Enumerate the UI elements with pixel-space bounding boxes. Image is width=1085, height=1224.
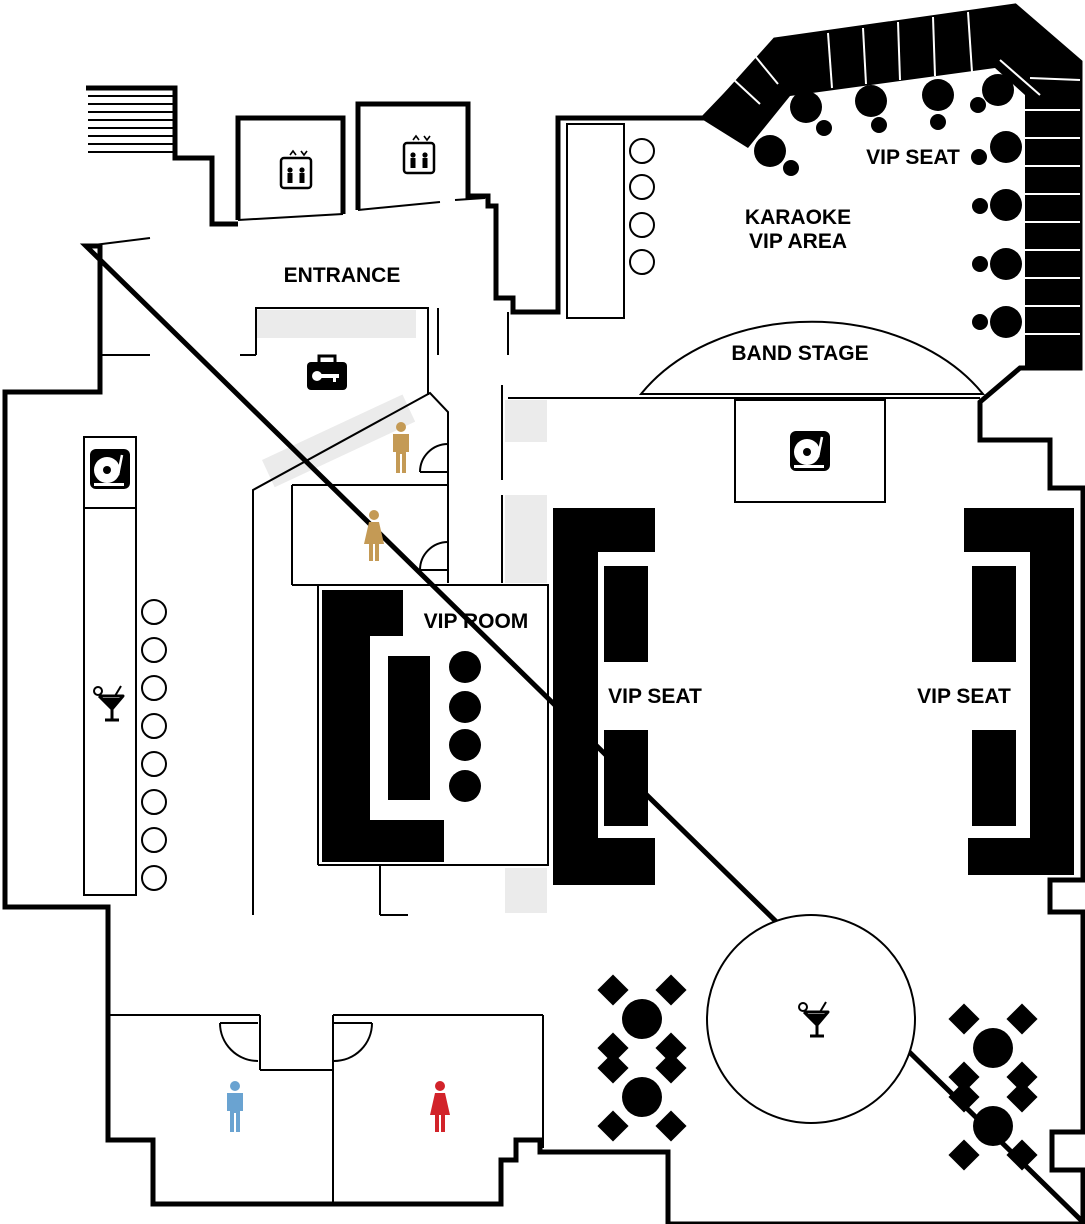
karaoke-label-line2: VIP AREA xyxy=(749,230,847,253)
band-stage xyxy=(638,320,986,395)
vip-room-label: VIP ROOM xyxy=(424,610,529,633)
staircase xyxy=(88,95,173,153)
interior-lines xyxy=(83,123,980,1204)
band-stage-label: BAND STAGE xyxy=(731,342,868,365)
entrance-label: ENTRANCE xyxy=(284,264,401,287)
bar-counter xyxy=(83,436,137,896)
male-restroom-icon xyxy=(227,1081,243,1132)
vip-room-sofa xyxy=(322,590,481,862)
karaoke-tables xyxy=(754,74,1022,338)
cocktail-icon xyxy=(92,684,125,722)
elevator-icon xyxy=(279,149,313,190)
karaoke-bench xyxy=(700,6,1081,368)
vip-seat-top-label: VIP SEAT xyxy=(866,146,960,169)
table-cluster-right-top xyxy=(948,1003,1038,1093)
outer-wall xyxy=(2,3,1085,1224)
dj-turntable-icon xyxy=(88,447,132,491)
vip-seat-center xyxy=(553,508,655,885)
dj-turntable-icon xyxy=(788,429,832,473)
vip-seat-right xyxy=(964,508,1074,875)
door-swings xyxy=(219,443,449,1062)
table-cluster-left-bottom xyxy=(597,1052,687,1142)
karaoke-counter xyxy=(566,123,625,319)
female-restroom-icon xyxy=(430,1081,450,1132)
bar-stools xyxy=(141,599,167,891)
luggage-key-icon xyxy=(307,354,347,390)
elevator-icon xyxy=(402,134,436,175)
vip-seat-right-label: VIP SEAT xyxy=(917,685,1011,708)
table-cluster-right-bottom xyxy=(948,1081,1038,1171)
dj-booth xyxy=(734,399,886,503)
vip-seat-center-label: VIP SEAT xyxy=(608,685,702,708)
table-cluster-left-top xyxy=(597,974,687,1064)
karaoke-stools xyxy=(629,138,655,275)
karaoke-label-line1: KARAOKE xyxy=(745,206,851,229)
